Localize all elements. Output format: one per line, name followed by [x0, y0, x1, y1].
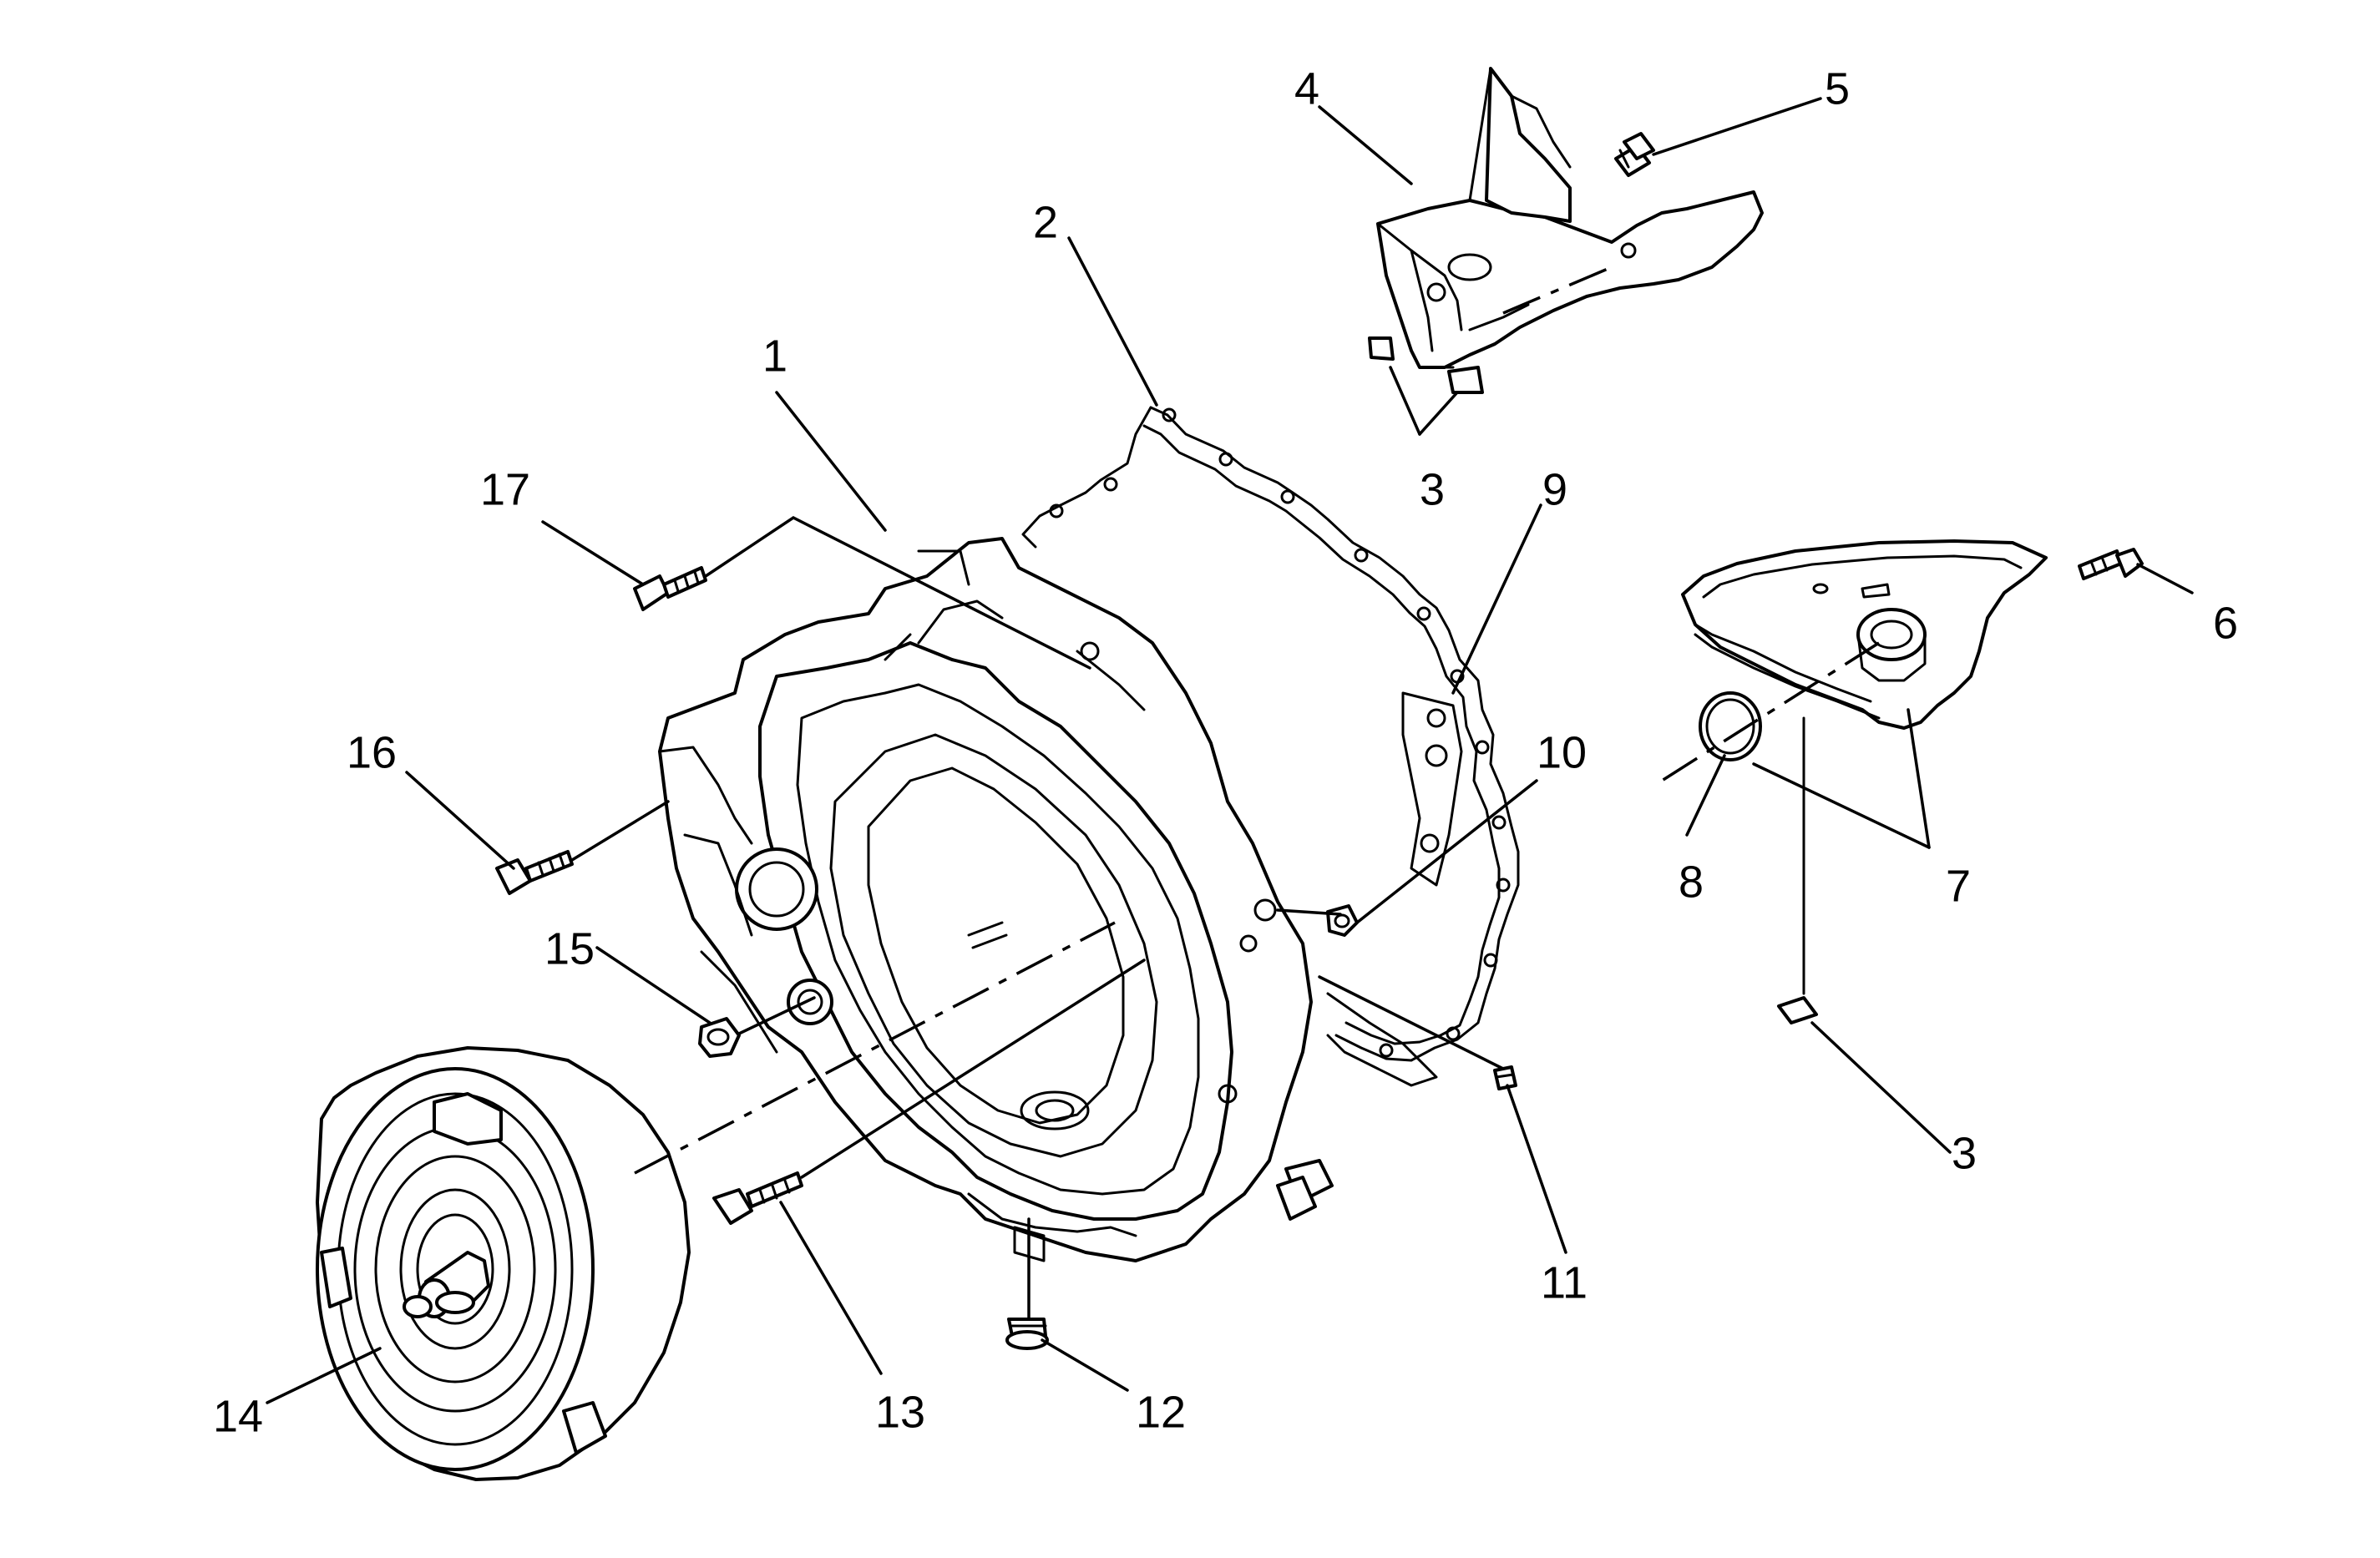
callout-14: 14 — [213, 1391, 263, 1441]
callout-3-right: 3 — [1952, 1128, 1977, 1178]
callout-2: 2 — [1033, 197, 1058, 247]
callout-17: 17 — [480, 464, 530, 514]
callout-3-top: 3 — [1420, 464, 1445, 514]
plug-11 — [1493, 1065, 1517, 1090]
callout-4: 4 — [1294, 63, 1319, 114]
heat-shield — [1368, 67, 1764, 394]
bolt-13 — [712, 1171, 803, 1225]
callout-5: 5 — [1825, 63, 1850, 114]
filter-cover — [1681, 539, 2048, 1024]
torque-converter — [316, 1046, 691, 1481]
callout-7: 7 — [1946, 861, 1971, 911]
callout-12: 12 — [1136, 1387, 1186, 1437]
callout-11: 11 — [1541, 1257, 1588, 1308]
plug-12 — [1005, 1318, 1049, 1350]
bolt-6 — [2078, 548, 2144, 580]
bolt-5 — [1614, 132, 1655, 177]
callout-8: 8 — [1679, 857, 1704, 907]
nut-15 — [698, 1017, 741, 1058]
housing-gasket — [1021, 406, 1520, 1087]
leader-lines — [266, 97, 2194, 1404]
centerlines — [634, 266, 1880, 1175]
callout-15: 15 — [544, 923, 595, 974]
plug-10 — [1326, 904, 1359, 937]
callout-9: 9 — [1542, 464, 1567, 514]
bolt-17 — [633, 566, 707, 611]
callout-10: 10 — [1537, 727, 1587, 777]
callout-labels: 1 2 3 3 4 5 6 7 8 9 10 11 12 13 14 15 16… — [213, 63, 2238, 1441]
callout-16: 16 — [347, 727, 397, 777]
bolt-16 — [495, 850, 574, 895]
converter-housing — [658, 537, 1334, 1262]
callout-6: 6 — [2213, 598, 2238, 648]
filter-o-ring — [1699, 691, 1762, 761]
callout-13: 13 — [875, 1387, 925, 1437]
callout-1: 1 — [762, 331, 787, 381]
